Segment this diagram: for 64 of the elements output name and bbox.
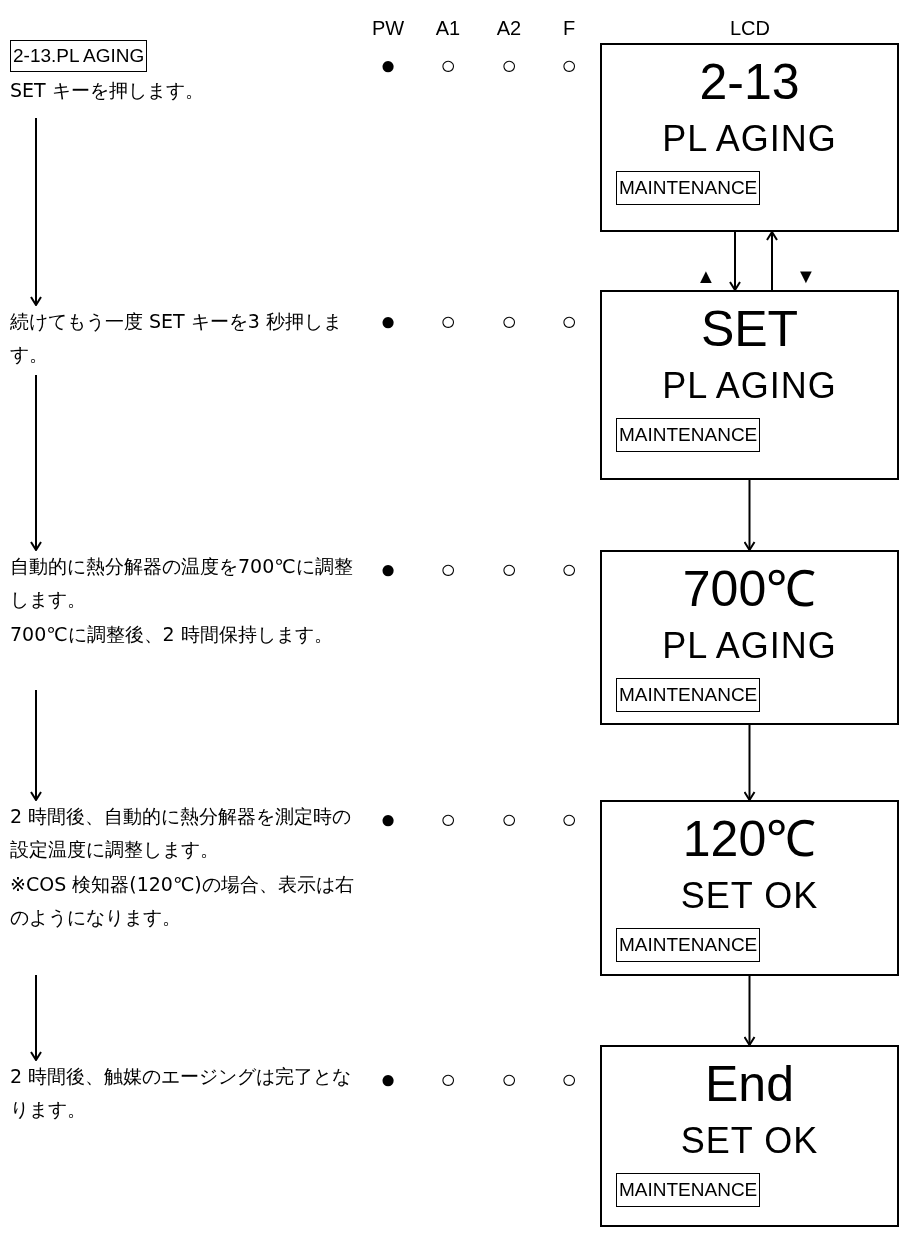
- mode-indicator: MAINTENANCE: [616, 171, 761, 205]
- status-lamp: ○: [440, 556, 456, 582]
- column-header: F: [562, 18, 576, 38]
- status-lamp: ○: [440, 308, 456, 334]
- status-lamp: ●: [380, 806, 396, 832]
- mode-indicator: MAINTENANCE: [616, 928, 761, 962]
- status-lamp: ●: [380, 308, 396, 334]
- display-value: 120℃: [682, 810, 817, 869]
- status-lamp: ○: [501, 806, 517, 832]
- instruction-text: ※COS 検知器(120℃)の場合、表示は右のようになります。: [10, 872, 355, 930]
- display-value: End: [705, 1055, 794, 1114]
- arrow: [30, 689, 42, 801]
- status-lamp: ○: [440, 1066, 456, 1092]
- arrow: [729, 231, 741, 291]
- column-header: A2: [496, 18, 522, 38]
- mode-indicator: MAINTENANCE: [616, 1173, 761, 1207]
- mode-indicator: MAINTENANCE: [616, 678, 761, 712]
- arrow: [30, 117, 42, 306]
- status-lamp: ○: [561, 556, 577, 582]
- status-lamp: ○: [561, 52, 577, 78]
- lcd-display: [600, 290, 899, 480]
- display-text: PL AGING: [662, 624, 837, 668]
- instruction-text: 700℃に調整後、2 時間保持します。: [10, 622, 333, 647]
- instruction-text: SET キーを押します。: [10, 78, 204, 103]
- mode-indicator: MAINTENANCE: [616, 418, 761, 452]
- display-value: 700℃: [682, 560, 817, 619]
- status-lamp: ○: [501, 1066, 517, 1092]
- arrow: [30, 974, 42, 1061]
- status-lamp: ○: [501, 556, 517, 582]
- arrow: [743, 975, 756, 1046]
- arrow: [743, 479, 756, 551]
- section-title: 2-13.PL AGING: [10, 40, 148, 72]
- status-lamp: ○: [501, 52, 517, 78]
- down-key-symbol: ▼: [796, 266, 816, 286]
- up-key-symbol: ▲: [696, 266, 716, 286]
- status-lamp: ○: [561, 308, 577, 334]
- instruction-text: 自動的に熱分解器の温度を700℃に調整します。: [10, 554, 354, 612]
- status-lamp: ○: [561, 806, 577, 832]
- instruction-text: 2 時間後、触媒のエージングは完了となります。: [10, 1064, 353, 1122]
- status-lamp: ●: [380, 556, 396, 582]
- lcd-display: [600, 43, 899, 232]
- lcd-display: [600, 550, 899, 725]
- display-value: SET: [700, 300, 799, 359]
- status-lamp: ○: [440, 806, 456, 832]
- display-text: PL AGING: [662, 117, 837, 161]
- column-header: PW: [371, 18, 405, 38]
- instruction-text: 続けてもう一度 SET キーを3 秒押します。: [10, 309, 343, 367]
- display-text: SET OK: [680, 874, 819, 918]
- status-lamp: ○: [561, 1066, 577, 1092]
- display-text: SET OK: [680, 1119, 819, 1163]
- lcd-display: [600, 1045, 899, 1227]
- status-lamp: ○: [501, 308, 517, 334]
- arrow: [766, 231, 778, 291]
- display-text: PL AGING: [662, 364, 837, 408]
- arrow: [743, 724, 756, 801]
- status-lamp: ●: [380, 1066, 396, 1092]
- display-value: 2-13: [699, 53, 800, 112]
- instruction-text: 2 時間後、自動的に熱分解器を測定時の設定温度に調整します。: [10, 804, 353, 862]
- column-header: LCD: [730, 18, 770, 38]
- column-header: A1: [435, 18, 461, 38]
- status-lamp: ○: [440, 52, 456, 78]
- status-lamp: ●: [380, 52, 396, 78]
- arrow: [30, 374, 42, 551]
- lcd-display: [600, 800, 899, 976]
